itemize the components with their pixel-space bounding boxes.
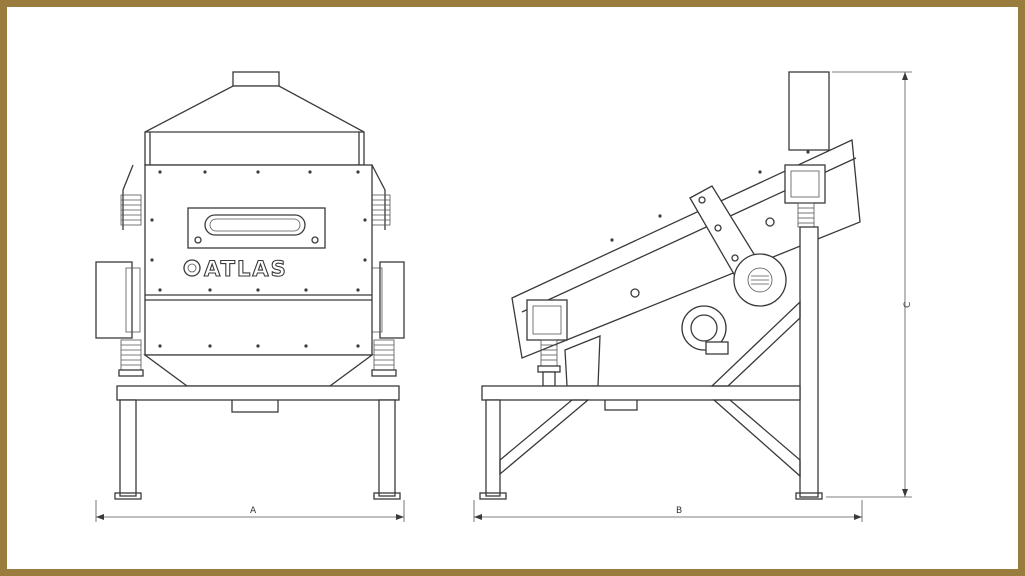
front-right-motor <box>379 261 405 339</box>
dimension-c: C <box>826 71 913 498</box>
front-screen-body <box>144 164 373 356</box>
front-upper-left-spring <box>120 164 142 230</box>
front-lower-left-spring <box>118 339 144 377</box>
side-view <box>479 71 861 500</box>
side-frame-beam <box>481 385 801 401</box>
atlas-logo: ATLAS <box>183 256 288 282</box>
front-left-motor <box>95 261 133 339</box>
front-frame-beam <box>116 385 400 401</box>
side-screen-deck <box>511 139 861 359</box>
dimension-a-label: A <box>250 506 257 516</box>
side-brace-upper <box>710 300 801 387</box>
dimension-b: B <box>473 500 863 522</box>
front-left-leg <box>119 399 137 497</box>
front-hopper <box>143 354 374 387</box>
front-inlet <box>232 71 280 87</box>
front-right-leg <box>378 399 396 497</box>
atlas-logo-icon <box>183 259 201 277</box>
side-outlet-column <box>788 71 830 151</box>
side-right-spring-mount <box>784 164 826 228</box>
side-brace-left <box>499 399 590 476</box>
side-vibration-motor-lower <box>681 305 727 351</box>
front-hood <box>144 85 365 166</box>
front-inspection-window <box>204 214 306 236</box>
dimension-b-label: B <box>676 506 682 516</box>
side-brace-right <box>712 399 801 478</box>
side-left-spring-mount <box>526 299 568 387</box>
front-view: ATLAS <box>95 71 405 500</box>
side-frame-column <box>799 226 819 498</box>
front-lower-right-spring <box>371 339 397 377</box>
brand-logo-text: ATLAS <box>204 257 288 281</box>
dimension-a: A <box>95 500 405 522</box>
front-upper-right-spring <box>369 164 391 230</box>
side-rear-leg <box>485 399 501 497</box>
side-discharge-chute <box>564 335 601 387</box>
dimension-c-label: C <box>903 302 913 308</box>
